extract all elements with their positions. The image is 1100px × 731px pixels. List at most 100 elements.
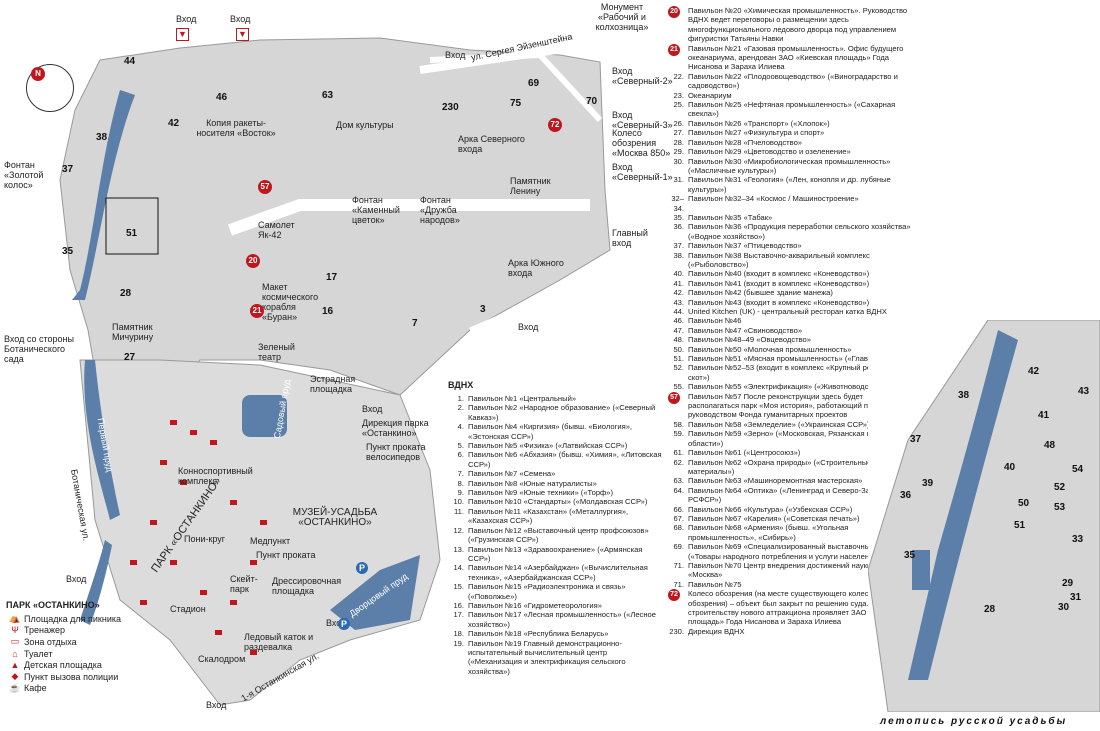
item-number: 14. (453, 563, 464, 573)
item-text: Павильон №13 «Здравоохранение» («Армянск… (468, 544, 643, 563)
item-number: 22. (673, 71, 684, 81)
inset-pavilion-40[interactable]: 40 (1004, 462, 1016, 473)
item-text: Павильон №12 «Выставочный центр профсоюз… (468, 525, 649, 545)
legend-title: ПАРК «ОСТАНКИНО» (6, 600, 100, 610)
item-number: 62. (673, 457, 684, 467)
inset-pavilion-54[interactable]: 54 (1072, 464, 1084, 475)
item-text: Павильон №27 «Физкультура и спорт» (688, 128, 825, 138)
item-number: 66. (673, 504, 684, 514)
label-friendship: Фонтан «Дружба народов» (420, 195, 460, 225)
inset-pavilion-43[interactable]: 43 (1078, 386, 1090, 397)
inset-pavilion-53[interactable]: 53 (1054, 502, 1066, 513)
item-text: Павильон №66 «Культура» («Узбекская ССР»… (688, 504, 853, 514)
inset-pavilion-48[interactable]: 48 (1044, 440, 1056, 451)
item-number: 71. (673, 579, 684, 589)
label-botanic-entrance: Вход со стороны Ботанического сада (4, 334, 74, 364)
label-park-dir: Дирекция парка «Останкино» (362, 418, 429, 438)
pavilion-44[interactable]: 44 (124, 56, 136, 67)
inset-pavilion-28[interactable]: 28 (984, 604, 996, 615)
pavilion-46[interactable]: 46 (216, 92, 228, 103)
pavilion-63[interactable]: 63 (322, 90, 334, 101)
item-number: 15. (453, 582, 464, 592)
list-item: 27.Павильон №27 «Физкультура и спорт» (668, 128, 913, 137)
legend-item: ⛺Площадка для пикника (6, 613, 196, 625)
pavilion-70[interactable]: 70 (586, 96, 598, 107)
inset-pavilion-51[interactable]: 51 (1014, 520, 1026, 531)
inset-map[interactable]: 42 43 38 41 37 48 40 54 39 52 36 50 53 5… (867, 319, 1100, 713)
pavilion-16[interactable]: 16 (322, 306, 334, 317)
item-text: Павильон №63 «Машиноремонтная мастерская… (688, 476, 863, 486)
pavilion-17[interactable]: 17 (326, 272, 338, 283)
marker-21[interactable]: 21 (250, 304, 264, 318)
label-skalodrom: Скалодром (198, 654, 246, 664)
legend-label: Зона отдыха (24, 636, 77, 647)
list-item: 51.Павильон №51 «Мясная промышленность» … (668, 354, 913, 363)
pavilion-75[interactable]: 75 (510, 98, 522, 109)
inset-pavilion-29[interactable]: 29 (1062, 578, 1074, 589)
pavilion-7[interactable]: 7 (412, 318, 418, 329)
item-text: Павильон №52–53 (входит в комплекс «Круп… (688, 363, 891, 382)
entrance-arrow[interactable]: ▼ (236, 28, 249, 41)
item-text: Павильон №32–34 «Космос / Машиностроение… (688, 194, 859, 204)
pavilion-27[interactable]: 27 (124, 352, 136, 363)
label-bike: Пункт проката велосипедов (366, 442, 426, 462)
item-text: Павильон №46 (688, 316, 742, 326)
pavilion-3[interactable]: 3 (480, 304, 486, 315)
item-number: 26. (673, 118, 684, 128)
pavilion-28[interactable]: 28 (120, 288, 132, 299)
item-badge: 21 (668, 43, 680, 56)
pavilion-51[interactable]: 51 (126, 228, 138, 239)
list-item: 14.Павильон №14 «Азербайджан» («Вычислит… (448, 563, 663, 582)
item-text: Павильон №75 (688, 579, 742, 589)
marker-57[interactable]: 57 (258, 180, 272, 194)
item-text: Павильон №21 «Газовая промышленность». О… (688, 43, 904, 72)
inset-pavilion-39[interactable]: 39 (922, 478, 934, 489)
item-badge: 57 (668, 391, 680, 404)
label-stadium: Стадион (170, 604, 206, 614)
pavilion-230[interactable]: 230 (442, 102, 459, 113)
list-item: 67.Павильон №67 «Карелия» («Советская пе… (668, 514, 913, 523)
inset-pavilion-33[interactable]: 33 (1072, 534, 1084, 545)
pavilion-35[interactable]: 35 (62, 246, 74, 257)
vdnh-list: ВДНХ 1.Павильон №1 «Центральный»2.Павиль… (448, 380, 663, 676)
inset-pavilion-42[interactable]: 42 (1028, 366, 1040, 377)
inset-pavilion-36[interactable]: 36 (900, 490, 912, 501)
pavilion-69[interactable]: 69 (528, 78, 540, 89)
marker-20[interactable]: 20 (246, 254, 260, 268)
item-number: 230. (669, 626, 684, 636)
highlight-box (105, 197, 159, 255)
map-area[interactable]: Вход ▼ ▼ Вход Монумент «Рабочий и колхоз… (0, 0, 673, 731)
list-item: 12.Павильон №12 «Выставочный центр профс… (448, 526, 663, 545)
label-entrance-bottom: Вход (206, 700, 227, 710)
inset-pavilion-41[interactable]: 41 (1038, 410, 1050, 421)
parking-icon[interactable]: P (356, 562, 368, 574)
item-text: Павильон №1 «Центральный» (468, 394, 577, 403)
item-text: Павильон №26 «Транспорт» («Хлопок») (688, 118, 830, 128)
item-text: Павильон №37 «Птицеводство» (688, 241, 802, 251)
pavilion-37[interactable]: 37 (62, 164, 74, 175)
legend-item: ▭Зона отдыха (6, 636, 196, 648)
pavilion-38[interactable]: 38 (96, 132, 108, 143)
label-skate: Скейт-парк (230, 574, 258, 594)
inset-pavilion-31[interactable]: 31 (1070, 592, 1082, 603)
item-number: 29. (673, 147, 684, 157)
pavilion-42[interactable]: 42 (168, 118, 180, 129)
item-number: 30. (673, 156, 684, 166)
map-svg (59, 37, 611, 706)
inset-pavilion-52[interactable]: 52 (1054, 482, 1066, 493)
list-item: 13.Павильон №13 «Здравоохранение» («Армя… (448, 545, 663, 564)
inset-pavilion-38[interactable]: 38 (958, 390, 970, 401)
item-number: 46. (673, 316, 684, 326)
inset-pavilion-35[interactable]: 35 (904, 550, 916, 561)
item-text: Павильон №31 «Геология» («Лен, конопля и… (688, 175, 891, 194)
marker-72[interactable]: 72 (548, 118, 562, 132)
inset-pavilion-50[interactable]: 50 (1018, 498, 1030, 509)
item-number: 28. (673, 137, 684, 147)
item-number: 51. (673, 354, 684, 364)
street-road (419, 41, 591, 74)
inset-pavilion-30[interactable]: 30 (1058, 602, 1070, 613)
inset-pavilion-37[interactable]: 37 (910, 434, 922, 445)
entrance-arrow[interactable]: ▼ (176, 28, 189, 41)
parking-icon[interactable]: P (338, 618, 350, 630)
list-item: 37.Павильон №37 «Птицеводство» (668, 241, 913, 250)
